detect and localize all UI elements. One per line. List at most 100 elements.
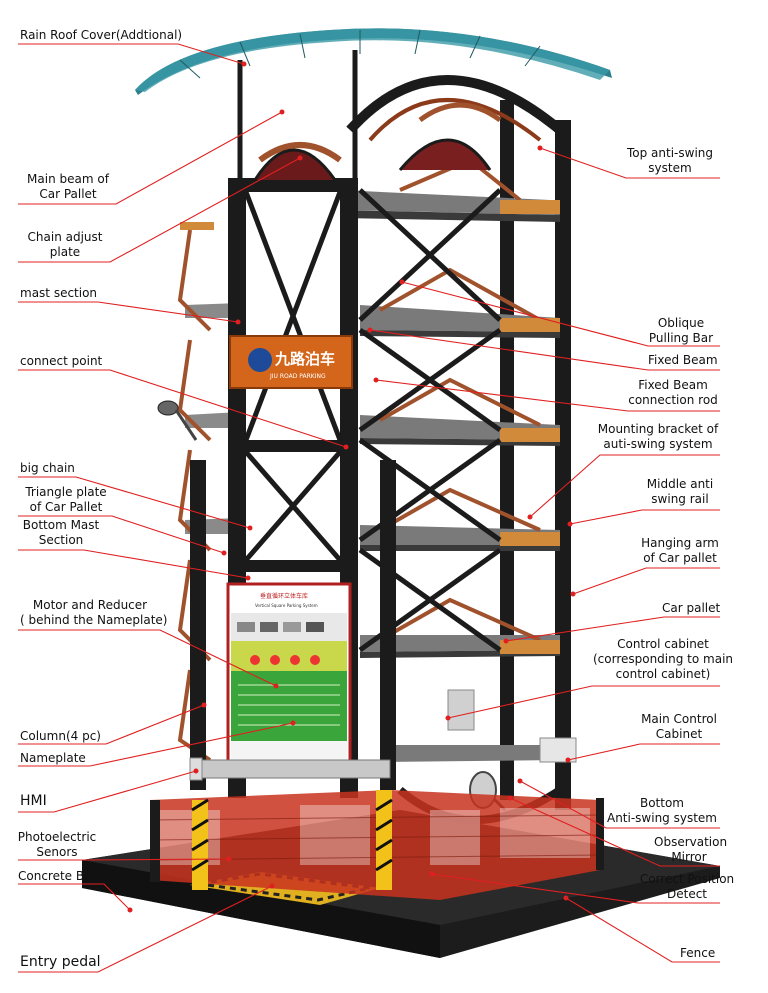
label-fence: Fence (680, 946, 716, 960)
leader-bottom-mast (18, 549, 249, 579)
nameplate-subtitle: Vertical Square Parking System (255, 603, 318, 608)
label-line: Senors (36, 845, 78, 859)
label-line: Car Pallet (39, 187, 97, 201)
label-bottom-mast: Bottom Mast Section (20, 518, 102, 548)
rain-roof-cover (135, 28, 612, 95)
label-control-cabinet: Control cabinet (corresponding to main c… (588, 637, 738, 682)
label-car-pallet: Car pallet (662, 601, 721, 615)
leader-fixed-beam (369, 329, 720, 371)
label-line: Photoelectric (17, 830, 97, 844)
nameplate: 垂直循环立体车库 Vertical Square Parking System (226, 582, 352, 764)
label-line: plate (49, 245, 81, 259)
label-top-antiswing: Top anti-swing system (622, 146, 718, 176)
label-mounting-bracket: Mounting bracket of auti-swing system (596, 422, 720, 452)
leader-connect-point (18, 369, 347, 448)
label-line: Section (38, 533, 84, 547)
pallet-brackets (180, 200, 560, 654)
label-line: connection rod (628, 393, 718, 407)
label-chain-adjust: Chain adjust plate (20, 230, 110, 260)
leader-fence (565, 897, 720, 963)
label-motor-reducer: Motor and Reducer ( behind the Nameplate… (20, 598, 168, 628)
label-line: Main beam of (27, 172, 109, 186)
car-pallet-left (185, 412, 240, 428)
label-oblique: Oblique Pulling Bar (644, 316, 718, 346)
label-line: Correct Position (639, 872, 735, 886)
leader-chain-adjust (18, 157, 301, 263)
label-line: Chain adjust (27, 230, 103, 244)
label-line: control cabinet) (615, 667, 711, 681)
label-line: Bottom (639, 796, 684, 810)
label-connect-point: connect point (20, 354, 103, 368)
label-photoelectric: Photoelectric Senors (14, 830, 100, 860)
label-line: of Car Pallet (29, 500, 103, 514)
brand-sign-cn: 九路泊车 (274, 350, 335, 368)
label-line: (corresponding to main (592, 652, 734, 666)
label-observation: Observation Mirror (654, 835, 728, 865)
leader-dots (127, 61, 576, 913)
leader-rain-roof (18, 43, 245, 65)
leader-middle-rail (569, 509, 720, 525)
label-line: Oblique (657, 316, 705, 330)
leader-mounting-bracket (529, 454, 720, 518)
label-line: Detect (666, 887, 707, 901)
label-line: of Car pallet (643, 551, 717, 565)
label-mast-section: mast section (20, 286, 98, 300)
leader-main-beam (18, 111, 283, 205)
leader-triangle-plate (18, 515, 225, 554)
label-line: Fixed Beam (638, 378, 708, 392)
leader-observation (509, 797, 720, 867)
roof-supports (237, 50, 358, 180)
leader-motor-reducer (18, 629, 277, 687)
mast-bracing (243, 191, 343, 562)
leader-correct-position (431, 873, 720, 904)
label-bottom-antiswing: Bottom Anti-swing system (604, 796, 720, 826)
label-line: Motor and Reducer (32, 598, 148, 612)
brand-sign-en: JIU ROAD PARKING (269, 373, 326, 380)
leader-main-control (567, 743, 720, 761)
leader-entry-pedal (18, 885, 273, 973)
label-line: system (648, 161, 692, 175)
label-line: Main Control (641, 712, 717, 726)
label-main-control: Main Control Cabinet (636, 712, 722, 742)
label-line: Control cabinet (617, 637, 709, 651)
label-line: Middle anti (646, 477, 714, 491)
label-entry-pedal: Entry pedal (20, 954, 101, 970)
leader-bottom-antiswing (519, 780, 720, 829)
leader-oblique (401, 281, 720, 347)
label-hmi: HMI (20, 793, 47, 809)
label-line: Hanging arm (641, 536, 719, 550)
control-cabinet (447, 689, 475, 731)
label-nameplate: Nameplate (20, 751, 86, 765)
bottom-beam (189, 757, 391, 781)
leader-hanging-arm (572, 567, 720, 595)
leader-concrete (18, 883, 131, 911)
label-big-chain: big chain (20, 461, 75, 475)
label-line: Mirror (671, 850, 707, 864)
leader-car-pallet (505, 616, 720, 642)
label-hanging-arm: Hanging arm of Car pallet (640, 536, 720, 566)
leader-lines (18, 43, 720, 973)
leader-column (18, 704, 205, 745)
leader-fixed-beam-rod (375, 379, 720, 412)
leader-big-chain (18, 476, 251, 529)
label-line: Pulling Bar (648, 331, 714, 345)
label-main-beam: Main beam of Car Pallet (20, 172, 116, 202)
main-beam-arch (253, 138, 492, 181)
label-fixed-beam: Fixed Beam (648, 353, 718, 367)
label-correct-position: Correct Position Detect (634, 872, 740, 902)
main-control-cabinet (447, 689, 577, 763)
brand-sign: 九路泊车 JIU ROAD PARKING (229, 335, 353, 389)
label-rain-roof: Rain Roof Cover(Addtional) (20, 28, 183, 42)
label-line: Observation (654, 835, 728, 849)
label-line: ( behind the Nameplate) (20, 613, 168, 627)
label-line: Bottom Mast (22, 518, 100, 532)
leader-control-cabinet (447, 685, 720, 719)
label-fixed-beam-rod: Fixed Beam connection rod (626, 378, 720, 408)
label-middle-rail: Middle anti swing rail (640, 477, 720, 507)
leader-hmi (18, 770, 197, 813)
leader-nameplate (18, 722, 294, 767)
label-concrete: Concrete Basis (18, 869, 108, 883)
label-line: auti-swing system (603, 437, 713, 451)
label-line: Top anti-swing (626, 146, 713, 160)
